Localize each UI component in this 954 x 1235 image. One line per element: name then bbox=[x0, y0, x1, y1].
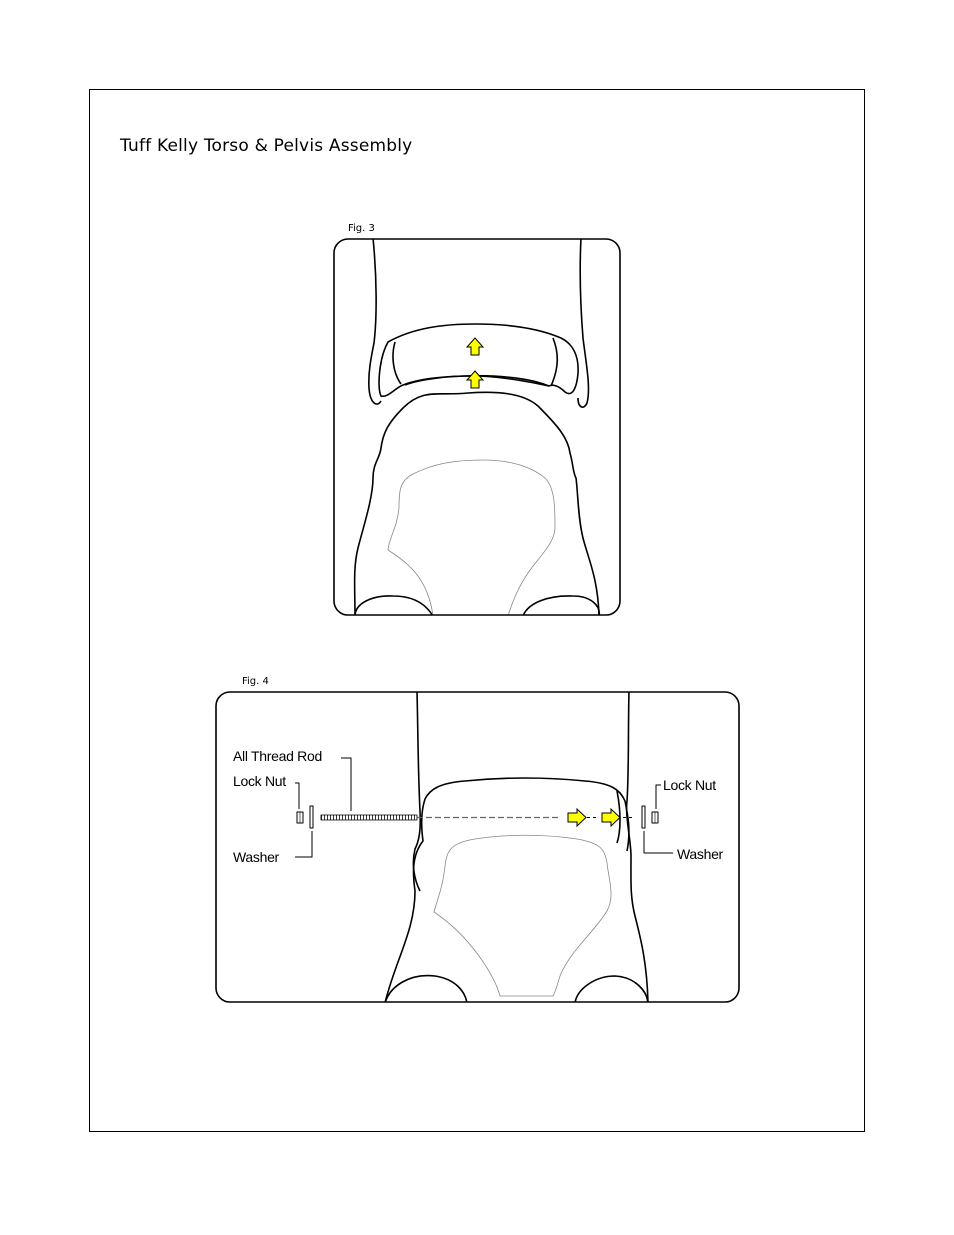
inner-seat-outline bbox=[433, 834, 612, 997]
up-arrow-icon bbox=[465, 337, 485, 356]
leader-locknut-right bbox=[655, 784, 661, 809]
right-arrow-icon bbox=[567, 807, 587, 828]
washer-left-label: Washer bbox=[233, 849, 279, 865]
lock-nut-right-label: Lock Nut bbox=[663, 777, 716, 793]
figure-4-label: Fig. 4 bbox=[242, 676, 269, 687]
pelvis-block-left bbox=[384, 798, 426, 1002]
torso-right-edge bbox=[577, 239, 590, 408]
leader-locknut-left bbox=[295, 782, 300, 809]
inner-seat-outline bbox=[387, 459, 556, 615]
right-buttock bbox=[522, 595, 600, 615]
washer-icon bbox=[309, 805, 314, 829]
pelvis-block-inner-right bbox=[616, 790, 621, 844]
figure-3-label: Fig. 3 bbox=[348, 223, 375, 234]
leader-washer-left bbox=[295, 831, 313, 858]
figure-3-frame bbox=[333, 238, 621, 616]
pelvis-block bbox=[424, 777, 630, 852]
pelvis-insert-left-fold bbox=[392, 341, 402, 385]
right-buttock bbox=[574, 975, 649, 1002]
left-buttock bbox=[354, 595, 434, 615]
lock-nut-left-label: Lock Nut bbox=[233, 773, 286, 789]
all-thread-rod-label: All Thread Rod bbox=[233, 748, 322, 764]
right-arrow-icon bbox=[601, 807, 621, 828]
washer-icon bbox=[641, 805, 646, 829]
washer-right-label: Washer bbox=[677, 846, 723, 862]
leader-washer-right bbox=[643, 831, 673, 854]
leader-rod bbox=[341, 757, 352, 811]
figure-4-diagram bbox=[215, 691, 740, 1003]
lower-body-outline bbox=[353, 391, 600, 615]
up-arrow-icon bbox=[465, 370, 485, 389]
inner-seat-left-curve bbox=[387, 549, 434, 615]
figure-4-frame bbox=[215, 691, 740, 1003]
page-title: Tuff Kelly Torso & Pelvis Assembly bbox=[120, 136, 413, 156]
left-buttock bbox=[384, 974, 468, 1002]
page-frame bbox=[89, 89, 865, 1132]
torso-right-edge bbox=[625, 692, 649, 1002]
figure-3-diagram bbox=[333, 238, 621, 616]
pelvis-insert-right-fold bbox=[550, 337, 559, 387]
torso-left-edge bbox=[368, 239, 382, 405]
thread-rod-icon bbox=[320, 814, 418, 821]
